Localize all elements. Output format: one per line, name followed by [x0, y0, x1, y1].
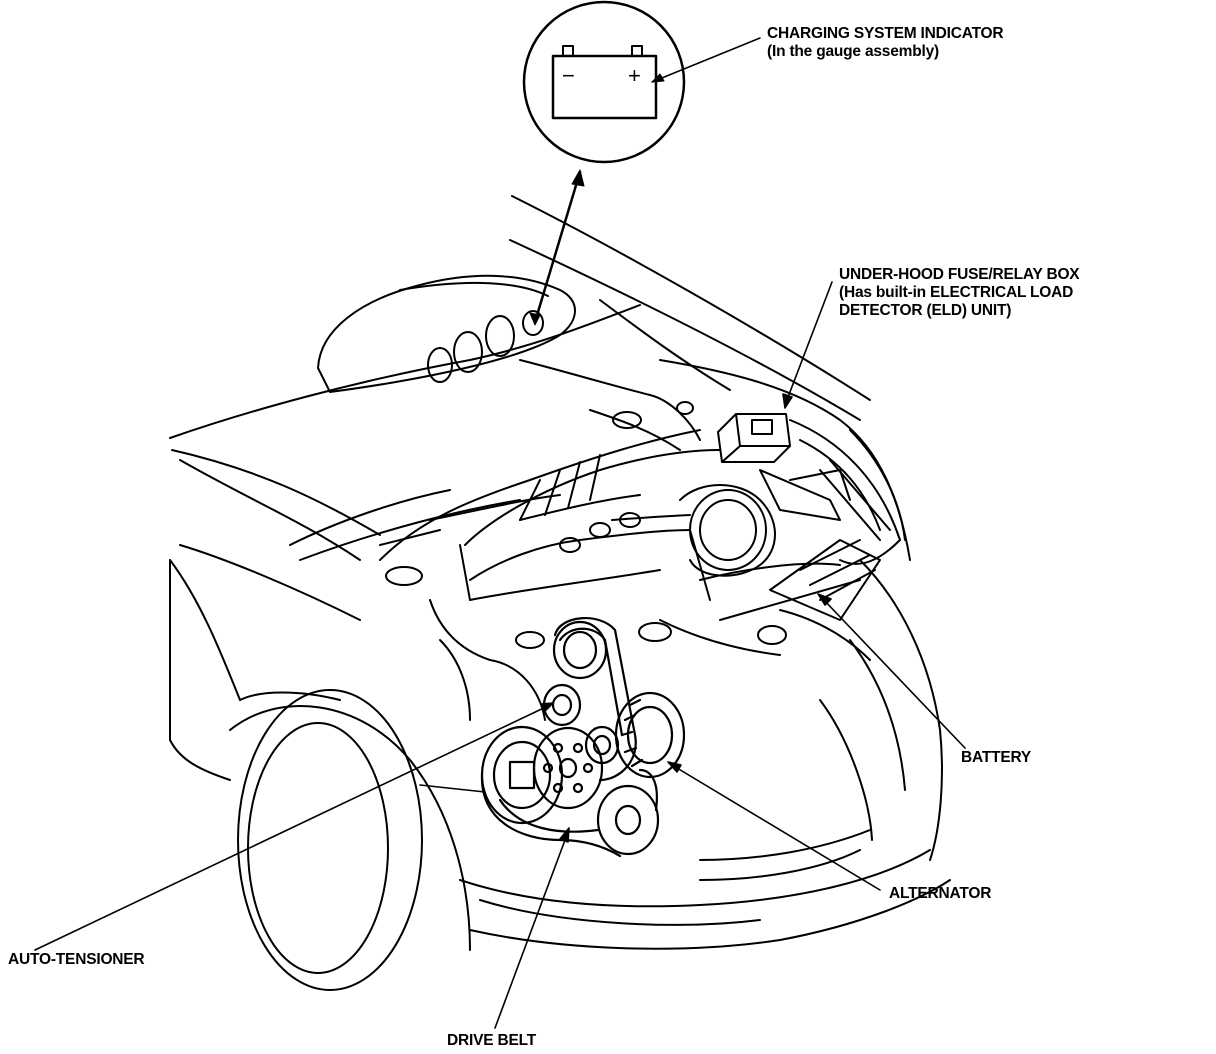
- fuse-box-line2: (Has built-in ELECTRICAL LOAD: [839, 284, 1074, 301]
- drive-belt-assembly: [480, 617, 686, 858]
- battery-warning-icon: − +: [551, 45, 658, 120]
- charging-indicator-subtitle: (In the gauge assembly): [767, 43, 939, 60]
- alternator-unit: [584, 691, 686, 779]
- battery-unit: [769, 539, 881, 621]
- fuse-box-line1: UNDER-HOOD FUSE/RELAY BOX: [839, 266, 1080, 283]
- leader-lines: [34, 281, 966, 1029]
- auto-tensioner-leader: [34, 704, 551, 951]
- car-body: [169, 195, 951, 991]
- charging-indicator-inset: − +: [522, 0, 686, 164]
- alternator-leader: [671, 764, 881, 891]
- drive-belt-label: DRIVE BELT: [447, 1032, 536, 1049]
- fuse-relay-box: [717, 413, 851, 521]
- fuse-box-line3: DETECTOR (ELD) UNIT): [839, 302, 1012, 319]
- gauge-arrow-line: [533, 170, 582, 324]
- fuse-box-label: UNDER-HOOD FUSE/RELAY BOX (Has built-in …: [839, 266, 1080, 320]
- auto-tensioner-label: AUTO-TENSIONER: [8, 951, 145, 968]
- charging-indicator-title: CHARGING SYSTEM INDICATOR: [767, 25, 1004, 42]
- battery-leader: [821, 597, 966, 749]
- minus-sign: −: [562, 63, 575, 88]
- charging-indicator-leader: [651, 37, 761, 83]
- battery-label: BATTERY: [961, 749, 1032, 766]
- alternator-label: ALTERNATOR: [889, 885, 992, 902]
- charging-indicator-label: CHARGING SYSTEM INDICATOR (In the gauge …: [767, 25, 1004, 61]
- plus-sign: +: [628, 63, 641, 88]
- engine-block: [379, 359, 871, 721]
- fuse-box-leader: [784, 281, 833, 406]
- drive-belt-leader: [494, 831, 569, 1029]
